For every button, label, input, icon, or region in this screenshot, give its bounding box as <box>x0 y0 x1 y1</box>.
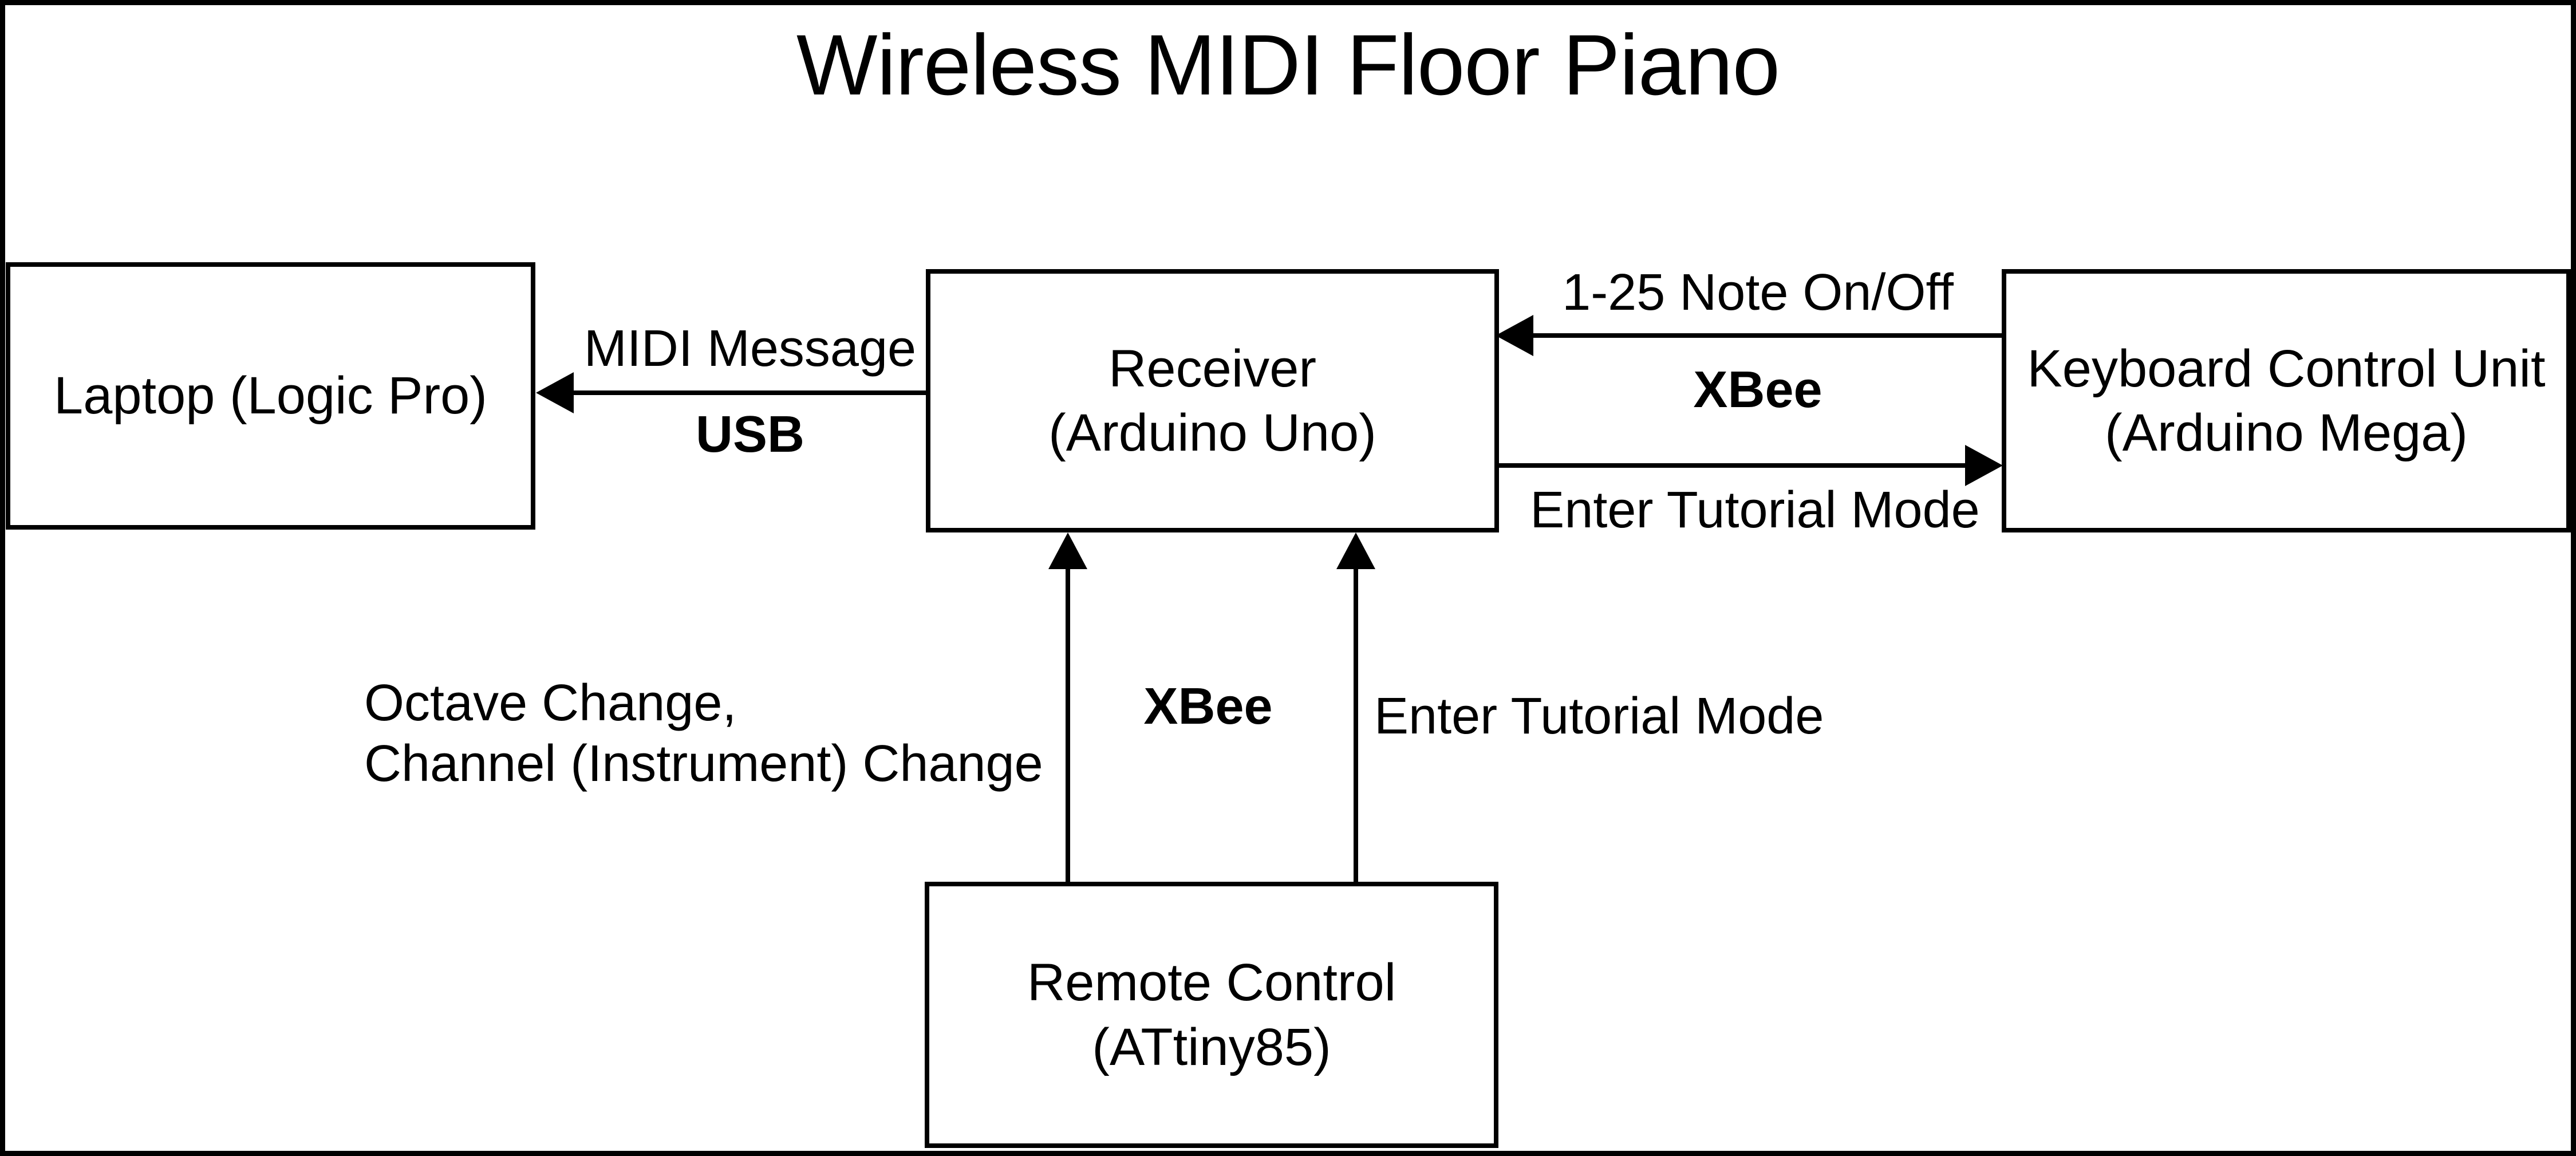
edge-kcu-to-receiver-arrowhead <box>1496 315 1533 356</box>
edge-receiver-to-laptop-line <box>573 390 928 395</box>
edge-label-midi-message: MIDI Message <box>583 320 917 377</box>
edge-label-octave-channel-change: Octave Change, Channel (Instrument) Chan… <box>364 673 1051 794</box>
edge-label-note-on-off: 1-25 Note On/Off <box>1562 264 1954 321</box>
edge-label-octave-change-line2: Channel (Instrument) Change <box>364 735 1043 793</box>
node-remote-line2: (ATtiny85) <box>1092 1017 1331 1076</box>
edge-label-enter-tutorial-mode-bottom: Enter Tutorial Mode <box>1374 688 1824 745</box>
edge-label-enter-tutorial-mode-right: Enter Tutorial Mode <box>1530 482 1980 539</box>
node-kcu-line2: (Arduino Mega) <box>2104 404 2468 462</box>
node-remote-line1: Remote Control <box>1027 953 1397 1012</box>
node-kcu-line1: Keyboard Control Unit <box>2027 339 2546 398</box>
edge-label-xbee-right: XBee <box>1693 361 1822 419</box>
node-receiver-line1: Receiver <box>1108 339 1316 398</box>
edge-receiver-to-kcu-line <box>1497 463 1971 468</box>
node-receiver[interactable]: Receiver (Arduino Uno) <box>926 269 1499 532</box>
edge-remote-to-receiver-octave-arrowhead <box>1048 532 1087 569</box>
diagram-title: Wireless MIDI Floor Piano <box>796 17 1780 113</box>
node-laptop[interactable]: Laptop (Logic Pro) <box>6 262 535 530</box>
edge-remote-to-receiver-octave-line <box>1066 569 1070 883</box>
edge-receiver-to-kcu-arrowhead <box>1965 445 2003 486</box>
node-laptop-line1: Laptop (Logic Pro) <box>54 366 487 425</box>
node-receiver-line2: (Arduino Uno) <box>1048 404 1376 462</box>
edge-remote-to-receiver-tutorial-line <box>1354 569 1358 883</box>
edge-label-usb: USB <box>695 406 805 463</box>
node-remote-control[interactable]: Remote Control (ATtiny85) <box>925 882 1498 1148</box>
edge-kcu-to-receiver-line <box>1530 333 2005 338</box>
edge-label-xbee-bottom: XBee <box>1143 678 1273 735</box>
edge-receiver-to-laptop-arrowhead <box>536 372 574 413</box>
node-keyboard-control-unit[interactable]: Keyboard Control Unit (Arduino Mega) <box>2002 269 2571 532</box>
edge-label-octave-change-line1: Octave Change, <box>364 674 737 732</box>
edge-remote-to-receiver-tutorial-arrowhead <box>1336 532 1375 569</box>
